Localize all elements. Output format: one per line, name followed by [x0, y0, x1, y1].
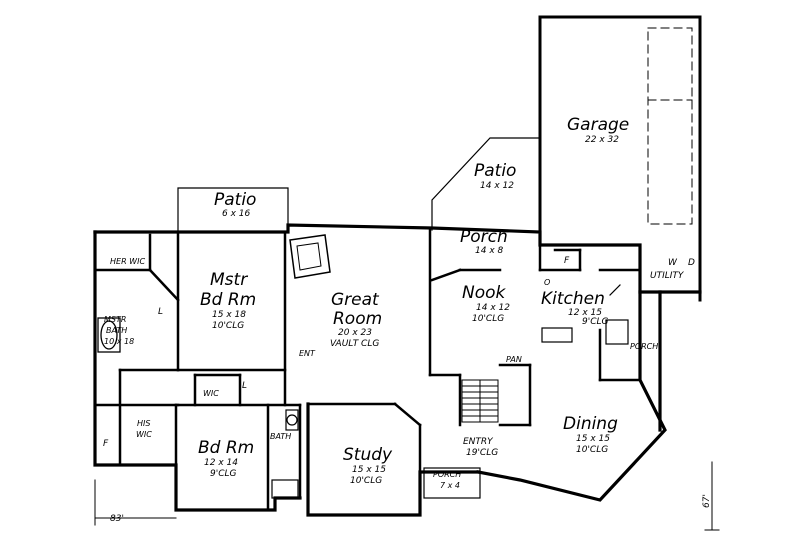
pantry-label: PAN — [506, 355, 522, 364]
kitchen-label: Kitchen — [541, 289, 605, 309]
utility-label: UTILITY — [650, 271, 684, 281]
study-label: Study — [343, 445, 393, 465]
dining-label: Dining — [563, 414, 618, 434]
garage-walls — [538, 15, 702, 302]
overall-width-dimension: 83' — [110, 514, 124, 524]
kitchen-clg: 9'CLG — [582, 317, 609, 327]
study-dims: 15 x 15 — [352, 465, 386, 475]
entry-clg: 19'CLG — [466, 448, 499, 458]
utility-dryer: D — [688, 258, 695, 268]
nook-dims: 14 x 12 — [476, 303, 510, 313]
pantry-f-label: F — [564, 256, 570, 266]
patio-left-label: Patio — [214, 190, 257, 210]
bathtub — [97, 317, 121, 353]
linen-closet-l-1: L — [158, 307, 164, 317]
mstr-bath-label-1: MSTR — [104, 315, 127, 324]
porch-back-label: Porch — [460, 227, 508, 247]
dining-clg: 10'CLG — [576, 445, 609, 455]
front-porch-dims: 7 x 4 — [440, 481, 460, 490]
bdrm-dims: 12 x 14 — [204, 458, 238, 468]
great-room-label-1: Great — [331, 290, 379, 310]
bdrm-clg: 9'CLG — [210, 469, 237, 479]
fireplace-f-label: F — [103, 439, 109, 449]
front-porch-outline — [423, 467, 481, 499]
her-wic-label: HER WIC — [110, 257, 146, 266]
porch-back-dims: 14 x 8 — [475, 246, 504, 256]
entry-label: ENTRY — [463, 437, 493, 447]
mstr-bath-label-2: BATH — [106, 326, 128, 335]
mstr-bdrm-dims: 15 x 18 — [212, 310, 246, 320]
bath-label: BATH — [270, 432, 292, 441]
kitchen-counters — [541, 284, 629, 345]
dimension-lines — [94, 461, 720, 531]
great-room-clg: VAULT CLG — [330, 339, 380, 349]
mstr-bdrm-label-1: Mstr — [210, 270, 248, 290]
fireplace — [289, 234, 331, 279]
overall-depth-dimension: 67' — [702, 494, 712, 508]
nook-clg: 10'CLG — [472, 314, 505, 324]
great-room-dims: 20 x 23 — [338, 328, 372, 338]
oven-o-label: O — [544, 278, 551, 287]
bdrm-label: Bd Rm — [198, 438, 255, 458]
garage-parking-outline — [647, 27, 693, 225]
utility-washer: W — [668, 258, 677, 268]
patio-left-dims: 6 x 16 — [222, 209, 251, 219]
patio-top-label: Patio — [474, 161, 517, 181]
ent-label: ENT — [299, 349, 315, 358]
mstr-bdrm-clg: 10'CLG — [212, 321, 245, 331]
his-wic-label-2: WIC — [136, 430, 152, 439]
dining-dims: 15 x 15 — [576, 434, 610, 444]
interior-walls — [93, 228, 642, 512]
patio-top-outline — [431, 137, 541, 231]
mstr-bdrm-label-2: Bd Rm — [200, 290, 257, 310]
his-wic-label-1: HIS — [137, 419, 151, 428]
garage-dims: 22 x 32 — [585, 135, 619, 145]
great-room-label-2: Room — [333, 309, 383, 329]
kitchen-dims: 12 x 15 — [568, 308, 602, 318]
bath-fixtures — [271, 409, 299, 499]
side-porch-label: PORCH — [630, 342, 659, 351]
garage-label: Garage — [567, 115, 630, 135]
study-clg: 10'CLG — [350, 476, 383, 486]
patio-top-dims: 14 x 12 — [480, 181, 514, 191]
linen-closet-l-2: L — [242, 381, 248, 391]
patio-left-outline — [177, 187, 289, 233]
wic-label: WIC — [203, 389, 219, 398]
front-porch-label: PORCH — [433, 470, 462, 479]
mstr-bath-dims: 10 x 18 — [104, 337, 135, 346]
staircase — [461, 379, 499, 423]
nook-label: Nook — [462, 283, 506, 303]
